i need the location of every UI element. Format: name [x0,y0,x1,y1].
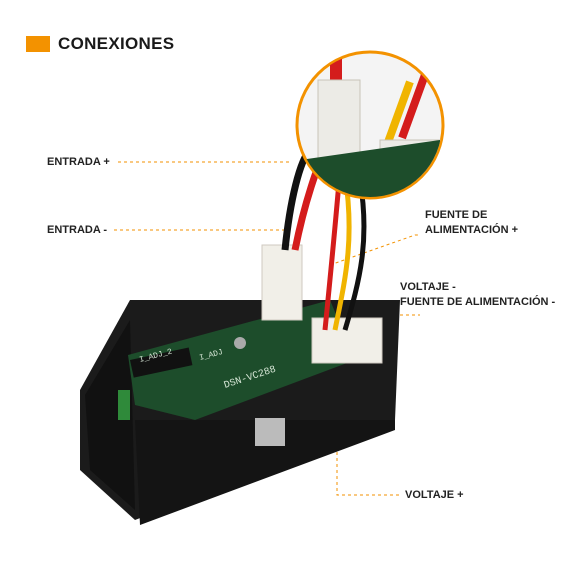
label-voltaje-neg: VOLTAJE - FUENTE DE ALIMENTACIÓN - [400,280,555,310]
wire-yellow [332,174,352,331]
label-fuente-pos-line2: ALIMENTACIÓN + [425,224,518,236]
label-entrada-neg: ENTRADA - [47,224,108,236]
pcb-board: DSN-VC288 I_ADJ I_ADJ_2 [128,300,355,420]
page-title: CONEXIONES [58,34,175,53]
green-window [118,390,130,420]
label-voltaje-neg-line1: VOLTAJE - [400,281,456,293]
label-entrada-pos: ENTRADA + [47,156,110,168]
zoom-inset [295,50,445,200]
main-connector [261,244,303,321]
leader-voltaje-pos [336,320,400,496]
accent-swatch [26,36,50,52]
potentiometer [234,337,246,349]
leader-fuente-pos [329,234,420,266]
wire-black-thin [342,179,367,331]
label-voltaje-neg-line2: FUENTE DE ALIMENTACIÓN - [400,296,556,308]
header: CONEXIONES [26,34,174,54]
label-fuente-pos-line1: FUENTE DE [425,209,488,221]
label-voltaje-pos: VOLTAJE + [405,489,464,501]
sticker [255,418,285,446]
wire-assembly [261,147,383,364]
label-fuente-pos: FUENTE DE ALIMENTACIÓN + [425,208,518,238]
